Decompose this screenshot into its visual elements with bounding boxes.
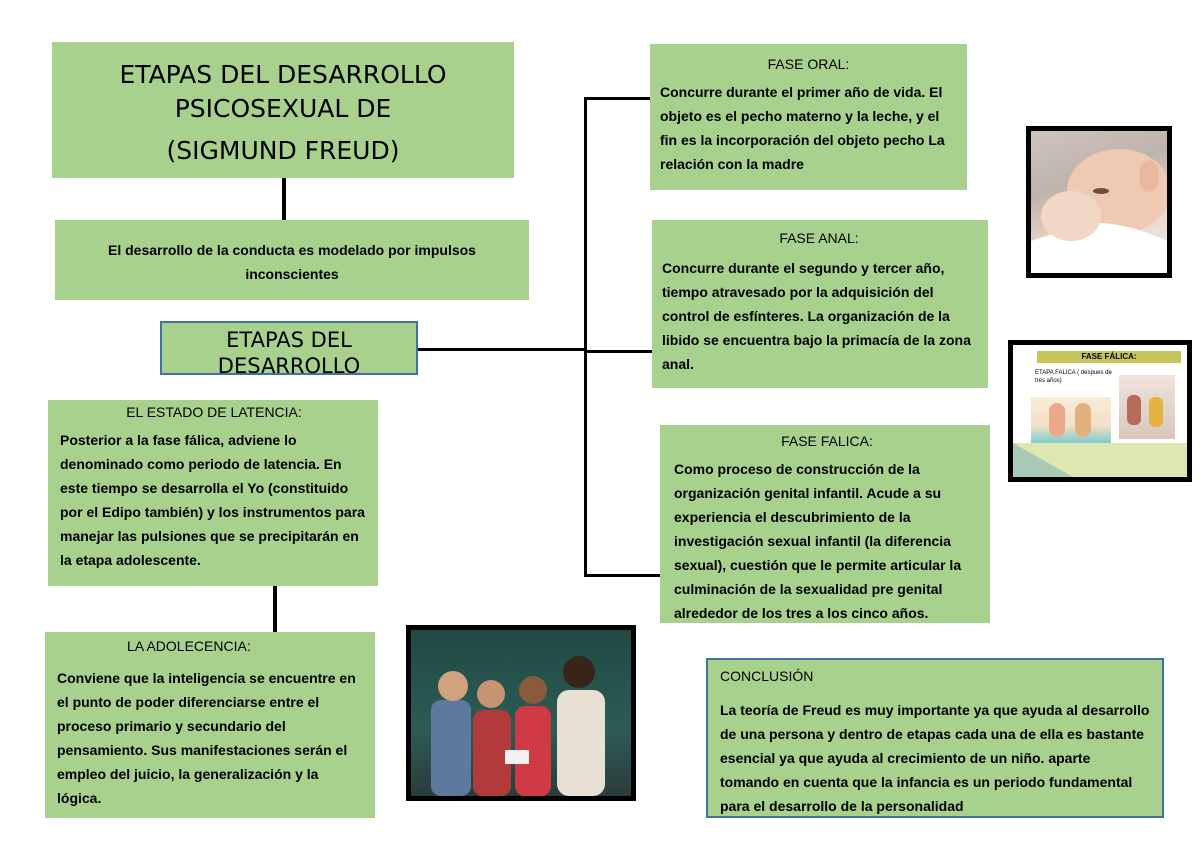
slide-title: FASE FÁLICA: [1037, 351, 1181, 363]
latencia-heading: EL ESTADO DE LATENCIA: [126, 404, 302, 420]
child-figure-1 [1049, 403, 1065, 437]
conclusion-text: La teoría de Freud es muy importante ya … [720, 702, 1150, 814]
title-line-2: PSICOSEXUAL DE [174, 94, 392, 123]
teenagers-photo [406, 625, 636, 801]
connector-title-intro [282, 176, 286, 220]
adolescencia-heading: LA ADOLECENCIA: [127, 638, 251, 654]
falica-heading: FASE FALICA: [781, 433, 873, 449]
toddler-figure-2 [1149, 397, 1163, 427]
teenagers-illustration [431, 656, 605, 796]
slide-children-image [1031, 397, 1111, 445]
connector-anal [584, 350, 652, 353]
adolescencia-box: LA ADOLECENCIA: Conviene que la intelige… [45, 632, 375, 818]
slide-caption: ETAPA FALICA ( despues de tres años) [1035, 370, 1112, 384]
latencia-text: Posterior a la fase fálica, adviene lo d… [60, 432, 365, 568]
latencia-box: EL ESTADO DE LATENCIA: Posterior a la fa… [48, 400, 378, 586]
conclusion-box: CONCLUSIÓN La teoría de Freud es muy imp… [706, 658, 1164, 818]
connector-etapas-trunk [418, 348, 584, 351]
connector-latencia-adolescencia [273, 586, 277, 634]
anal-heading: FASE ANAL: [779, 230, 859, 246]
etapas-box: ETAPAS DEL DESARROLLO [160, 321, 418, 375]
falica-text: Como proceso de construcción de la organ… [674, 461, 962, 621]
anal-text: Concurre durante el segundo y tercer año… [662, 260, 971, 372]
toddler-figure-1 [1127, 395, 1141, 425]
anal-box: FASE ANAL: Concurre durante el segundo y… [652, 220, 988, 388]
connector-oral [584, 97, 650, 100]
baby-photo [1026, 126, 1172, 278]
oral-box: FASE ORAL: Concurre durante el primer añ… [650, 44, 967, 190]
falica-box: FASE FALICA: Como proceso de construcció… [660, 425, 990, 623]
slide-footer-band [1013, 443, 1187, 477]
intro-text: El desarrollo de la conducta es modelado… [108, 242, 476, 282]
oral-heading: FASE ORAL: [767, 56, 850, 72]
title-line-1: ETAPAS DEL DESARROLLO [119, 60, 447, 89]
title-box: ETAPAS DEL DESARROLLO PSICOSEXUAL DE (SI… [52, 42, 514, 178]
falica-slide-image: FASE FÁLICA: ETAPA FALICA ( despues de t… [1008, 340, 1192, 482]
child-figure-2 [1075, 403, 1091, 437]
slide-toddlers-image [1119, 375, 1175, 439]
conclusion-heading: CONCLUSIÓN [720, 668, 814, 684]
connector-trunk-vertical [584, 97, 587, 577]
baby-illustration [1031, 149, 1167, 273]
title-line-3: (SIGMUND FREUD) [166, 136, 400, 165]
connector-falica [584, 574, 660, 577]
oral-text: Concurre durante el primer año de vida. … [660, 84, 945, 172]
etapas-box-text: ETAPAS DEL DESARROLLO [217, 328, 361, 375]
adolescencia-text: Conviene que la inteligencia se encuentr… [57, 670, 356, 806]
intro-box: El desarrollo de la conducta es modelado… [55, 220, 529, 300]
slide-footer-triangle [1013, 443, 1073, 477]
